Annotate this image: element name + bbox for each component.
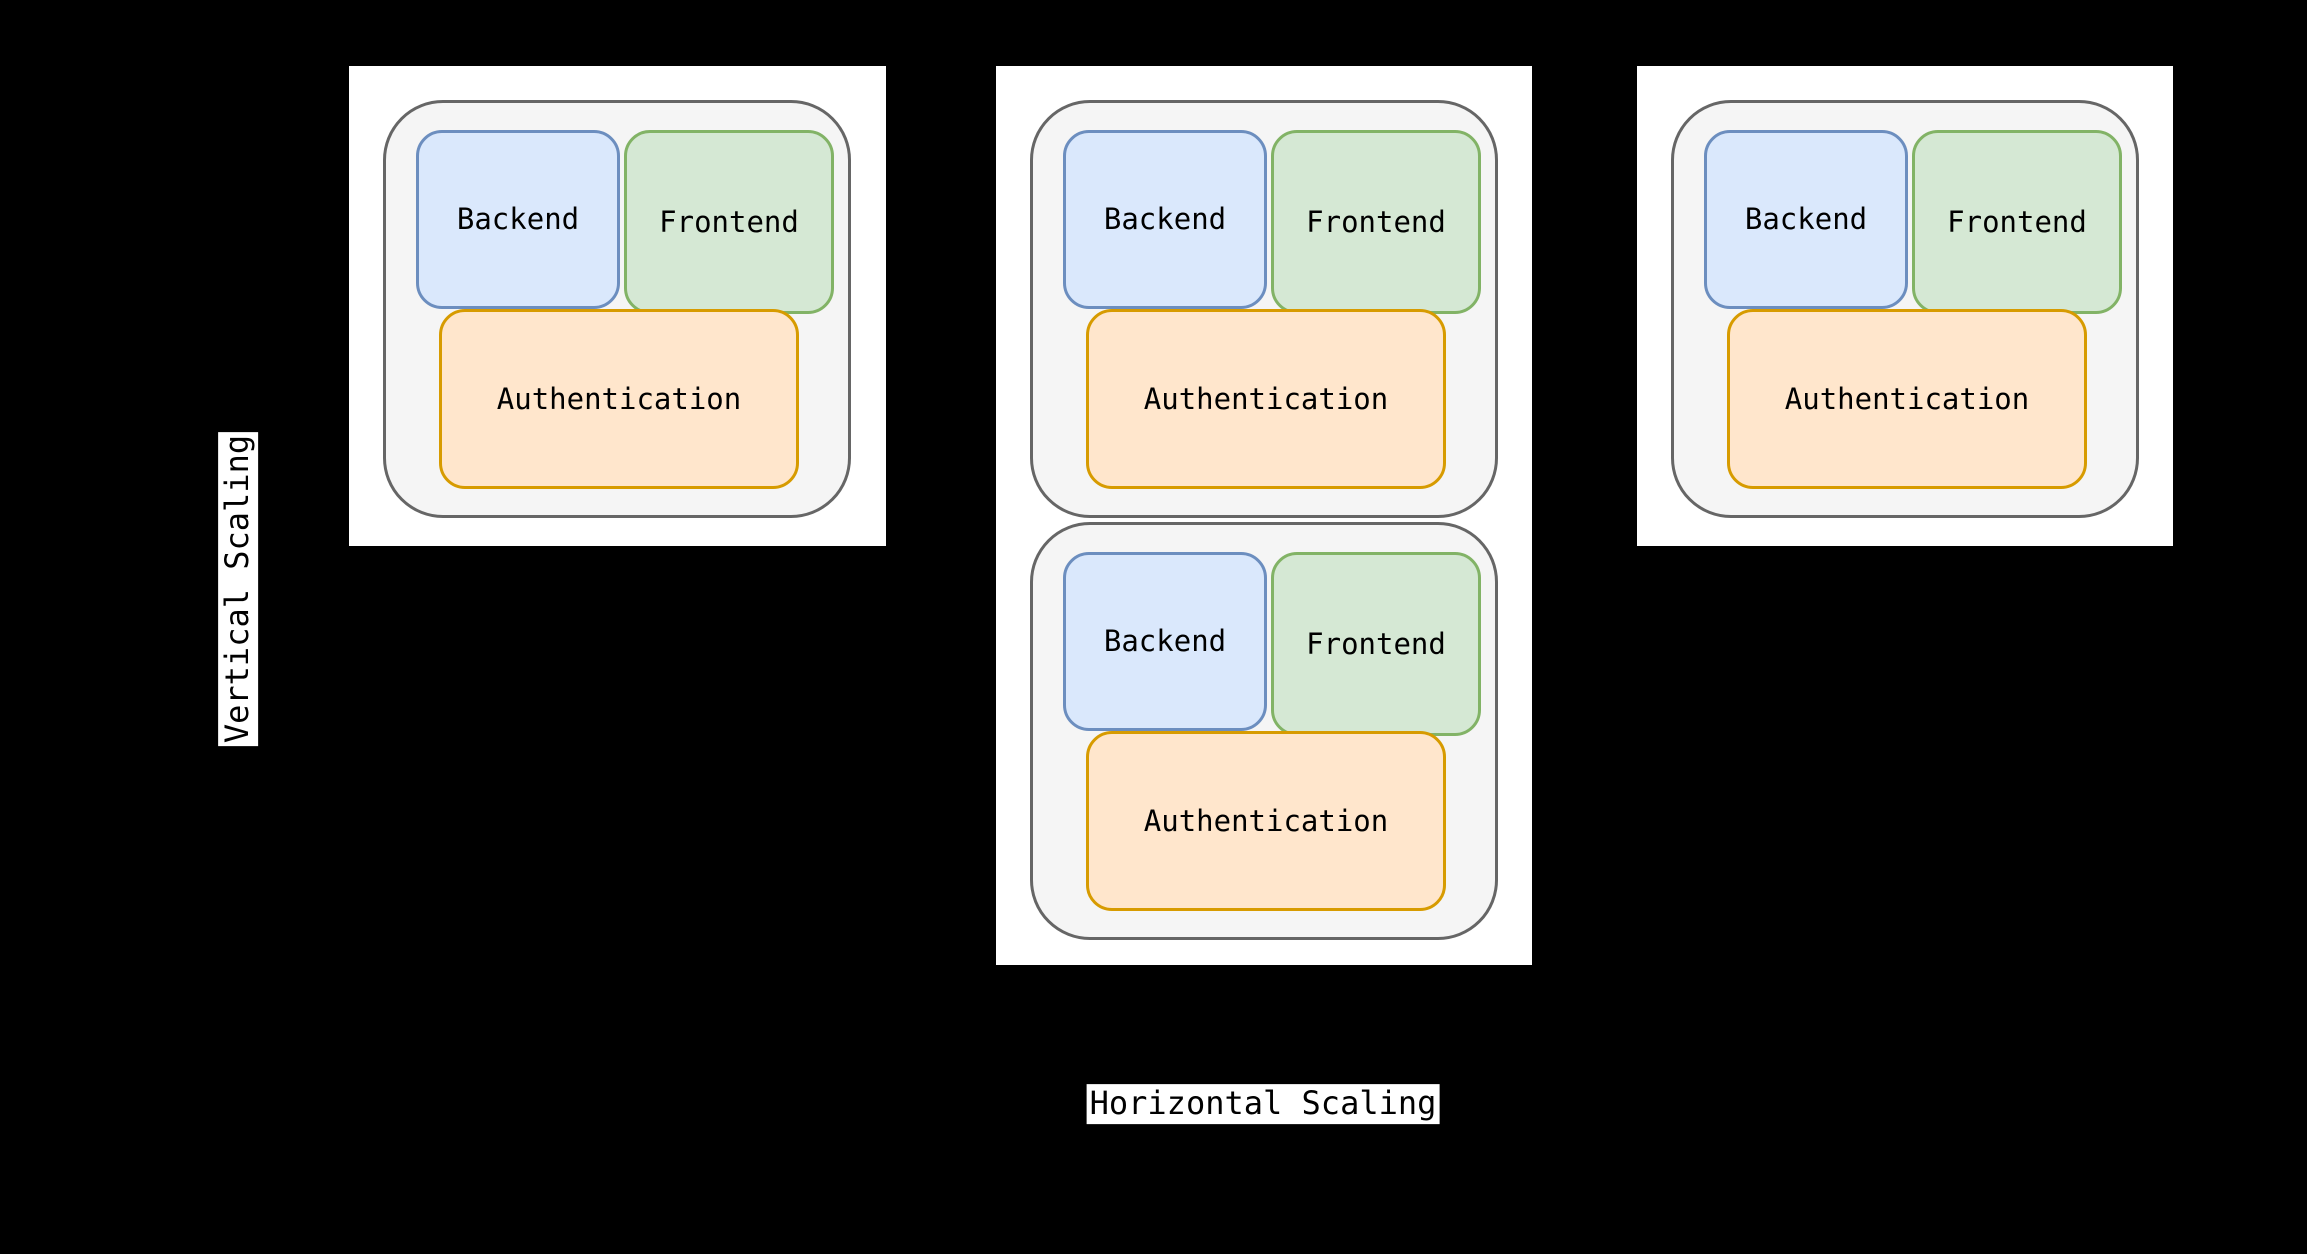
authentication-box: Authentication (1727, 309, 2087, 489)
authentication-box: Authentication (1086, 309, 1446, 489)
frontend-label: Frontend (1306, 204, 1446, 239)
backend-box: Backend (1704, 130, 1908, 309)
frontend-label: Frontend (1947, 204, 2087, 239)
vertical-scaling-tile: Backend Frontend Authentication (349, 66, 886, 546)
frontend-box: Frontend (1271, 552, 1481, 736)
backend-label: Backend (1103, 202, 1227, 236)
server-group-container: Backend Frontend Authentication (1030, 100, 1498, 518)
backend-box: Backend (1063, 130, 1267, 309)
authentication-label: Authentication (496, 381, 742, 416)
frontend-box: Frontend (1271, 130, 1481, 314)
authentication-label: Authentication (1784, 381, 2030, 416)
authentication-label: Authentication (1143, 803, 1389, 838)
frontend-label: Frontend (1306, 626, 1446, 661)
authentication-box: Authentication (1086, 731, 1446, 911)
frontend-box: Frontend (624, 130, 834, 314)
backend-box: Backend (416, 130, 620, 309)
horizontal-scaling-tile: Backend Frontend Authentication Backend … (996, 66, 1532, 965)
frontend-box: Frontend (1912, 130, 2122, 314)
server-group-container: Backend Frontend Authentication (383, 100, 851, 518)
server-group-container: Backend Frontend Authentication (1671, 100, 2139, 518)
backend-label: Backend (1103, 624, 1227, 658)
frontend-label: Frontend (659, 204, 799, 239)
authentication-label: Authentication (1143, 381, 1389, 416)
backend-box: Backend (1063, 552, 1267, 731)
server-group-container: Backend Frontend Authentication (1030, 522, 1498, 940)
horizontal-scaling-axis-label: Horizontal Scaling (1086, 1084, 1440, 1124)
vertical-scaling-axis-label: Vertical Scaling (218, 431, 258, 747)
scaled-up-tile: Backend Frontend Authentication (1637, 66, 2173, 546)
authentication-box: Authentication (439, 309, 799, 489)
backend-label: Backend (456, 202, 580, 236)
backend-label: Backend (1744, 202, 1868, 236)
